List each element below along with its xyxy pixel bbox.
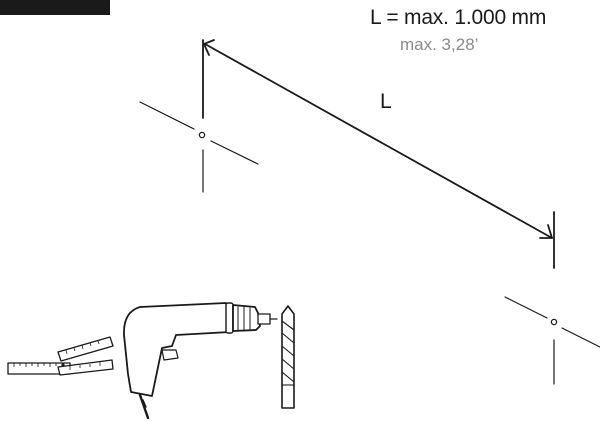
folding-ruler-icon xyxy=(7,336,114,376)
drill-point-right xyxy=(504,211,600,385)
drill-point-left xyxy=(139,39,259,193)
arrowhead-right xyxy=(539,224,553,239)
power-drill-icon xyxy=(123,302,278,420)
arrowhead-left xyxy=(203,39,215,56)
corner-tab xyxy=(0,0,110,15)
dimension-label: L xyxy=(380,90,392,113)
drill-bit-icon xyxy=(281,305,295,409)
dimension-arrow xyxy=(203,39,553,239)
max-length-metric: L = max. 1.000 mm xyxy=(370,6,547,29)
max-length-imperial: max. 3,28’ xyxy=(400,35,479,54)
